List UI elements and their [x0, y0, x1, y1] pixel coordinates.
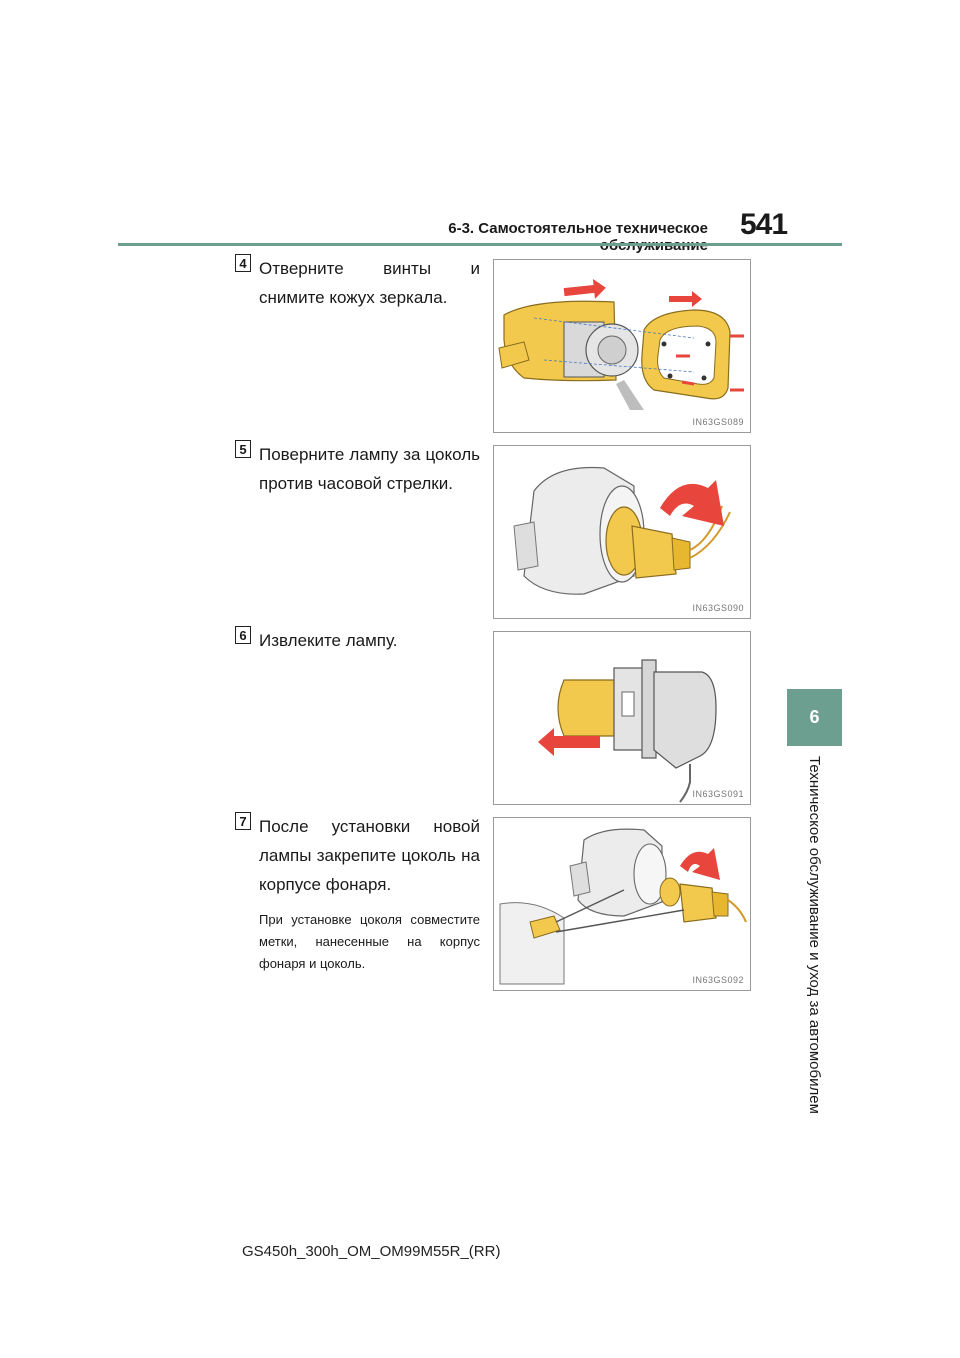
step-number-badge: 4: [235, 254, 251, 272]
step-number-badge: 7: [235, 812, 251, 830]
page-number: 541: [740, 208, 788, 241]
remove-bulb-illustration: [538, 659, 717, 803]
figure-code: IN63GS090: [692, 603, 744, 613]
section-title: 6-3. Самостоятельное техническое обслужи…: [448, 220, 708, 254]
document-code: GS450h_300h_OM_OM99M55R_(RR): [242, 1243, 501, 1260]
step-7: 7 После установки новой лампы закрепите …: [235, 812, 480, 975]
step-5: 5 Поверните лампу за цоколь против часов…: [235, 440, 480, 498]
install-socket-illustration: [499, 828, 747, 985]
mirror-cover-illustration: [498, 279, 744, 410]
chapter-tab: 6: [787, 689, 842, 746]
step-note: При установке цоколя совместите метки, н…: [259, 912, 480, 971]
step-text: Поверните лампу за цоколь против часовой…: [259, 445, 480, 493]
step-6: 6 Извлеките лампу.: [235, 626, 480, 655]
step-4: 4 Отверните винты и снимите кожух зеркал…: [235, 254, 480, 312]
turn-socket-illustration: [513, 466, 731, 595]
step-number-badge: 6: [235, 626, 251, 644]
figure-install-socket: IN63GS092: [493, 817, 751, 991]
chapter-label: Техническое обслуживание и уход за автом…: [806, 756, 823, 1114]
step-text: Отверните винты и снимите кожух зеркала.: [259, 259, 480, 307]
header-divider: [118, 243, 842, 246]
step-text: После установки новой лампы закрепите цо…: [259, 817, 480, 894]
figure-mirror-cover: IN63GS089: [493, 259, 751, 433]
figure-turn-socket: IN63GS090: [493, 445, 751, 619]
figure-remove-bulb: IN63GS091: [493, 631, 751, 805]
figure-code: IN63GS089: [692, 417, 744, 427]
step-number-badge: 5: [235, 440, 251, 458]
step-text: Извлеките лампу.: [259, 631, 398, 650]
figure-code: IN63GS092: [692, 975, 744, 985]
figure-code: IN63GS091: [692, 789, 744, 799]
